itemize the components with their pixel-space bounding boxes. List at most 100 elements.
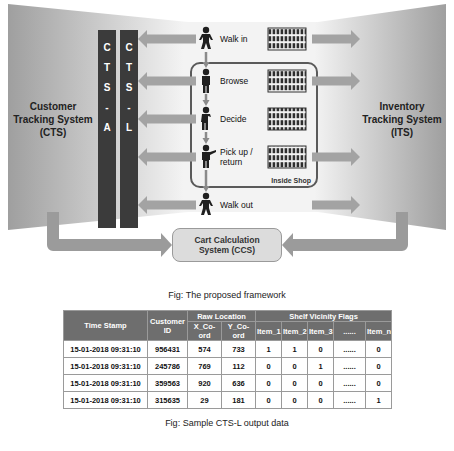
table-cell: 1: [256, 341, 282, 358]
header-cell: Customer ID: [148, 311, 188, 341]
table-cell: 0: [366, 341, 392, 358]
arrow-head: [351, 196, 360, 214]
arrow-head: [161, 233, 172, 257]
node-label: CTS-A: [102, 42, 113, 228]
cell-text: 0: [318, 345, 322, 354]
cell-text: Item_n: [367, 327, 391, 336]
cell-text: 15-01-2018 09:31:10: [70, 345, 140, 354]
cell-text: 0: [266, 362, 270, 371]
table-cell: 0: [256, 392, 282, 409]
header-cell: X_Co-ord: [188, 322, 222, 341]
arrow-head: [351, 30, 360, 48]
arrow-shaft: [146, 115, 196, 124]
cell-text: ......: [343, 327, 356, 336]
cell-text: 0: [318, 396, 322, 405]
block-arrow: [138, 30, 196, 48]
table-cell: 920: [188, 375, 222, 392]
table-cell: 0: [366, 375, 392, 392]
cell-text: 0: [292, 396, 296, 405]
caption-text: Fig: Sample CTS-L output data: [165, 418, 289, 428]
node-label: CTS-L: [124, 42, 135, 228]
cell-text: 956431: [155, 345, 180, 354]
table-cell: 0: [282, 375, 308, 392]
table-cell: 636: [222, 375, 256, 392]
cell-text: ......: [343, 379, 356, 388]
cell-text: 574: [198, 345, 211, 354]
table-cell: 112: [222, 358, 256, 375]
table-cell: 0: [308, 392, 334, 409]
cell-text: Shelf Vicinity Flags: [289, 312, 358, 321]
block-arrow: [138, 196, 196, 214]
cell-text: 733: [232, 345, 245, 354]
header-cell: Item_1: [256, 322, 282, 341]
flow-arrow: [203, 94, 210, 106]
block-arrow: [312, 72, 360, 90]
header-cell: Item_n: [366, 322, 392, 341]
shelf-icon: [268, 108, 306, 130]
table-cell: 733: [222, 341, 256, 358]
arrow-shaft: [312, 35, 352, 44]
figure-caption: Fig: Sample CTS-L output data: [0, 418, 454, 428]
table-cell: 0: [308, 375, 334, 392]
table-cell: ......: [334, 375, 366, 392]
cell-text: Time Stamp: [84, 321, 126, 330]
cell-text: 769: [198, 362, 211, 371]
node-label: Browse: [196, 76, 268, 86]
table-cell: 0: [256, 375, 282, 392]
arrow-shaft: [312, 153, 352, 162]
table-row: 15-01-2018 09:31:1031563529181000......1: [64, 392, 392, 409]
data-table: Time Stamp Customer ID Raw Location Shelf V…: [63, 310, 392, 409]
arrow-head: [282, 233, 293, 257]
arrow-shaft: [146, 153, 196, 162]
shelf-icon: [268, 28, 306, 168]
cell-text: 1: [318, 362, 322, 371]
header-cell: Y_Co-ord: [222, 322, 256, 341]
arrow-head: [351, 148, 360, 166]
cell-text: 0: [376, 379, 380, 388]
table-row: 15-01-2018 09:31:10359563920636000......…: [64, 375, 392, 392]
person-body: [199, 34, 213, 49]
table-cell: 0: [282, 392, 308, 409]
block-arrow: [312, 196, 360, 214]
background-wings: [8, 4, 446, 230]
cell-text: Y_Co-ord: [228, 322, 250, 340]
table-cell: 1: [366, 392, 392, 409]
cell-text: 245786: [155, 362, 180, 371]
table-cell: 15-01-2018 09:31:10: [64, 341, 148, 358]
stage-box: Browse: [196, 68, 312, 94]
block-arrow: [138, 72, 196, 90]
table-cell: 769: [188, 358, 222, 375]
cell-text: X_Co-ord: [194, 322, 216, 340]
arrow-head: [138, 30, 147, 48]
table-cell: 574: [188, 341, 222, 358]
cell-text: Customer ID: [150, 317, 185, 335]
table-cell: 315635: [148, 392, 188, 409]
arrow-head: [138, 110, 147, 128]
cell-text: 0: [318, 379, 322, 388]
cell-text: 15-01-2018 09:31:10: [70, 379, 140, 388]
cell-text: ......: [343, 345, 356, 354]
table-cell: ......: [334, 341, 366, 358]
arrow-head: [203, 100, 210, 106]
arrow-head: [138, 72, 147, 90]
cell-text: 181: [232, 396, 245, 405]
arrow-head: [138, 148, 147, 166]
stage-box: Walk in: [196, 26, 312, 52]
header-row: Time StampCustomer IDRaw LocationShelf V…: [64, 311, 392, 322]
table-cell: 0: [256, 358, 282, 375]
cell-text: ......: [343, 396, 356, 405]
person-head: [203, 27, 209, 33]
table-cell: 245786: [148, 358, 188, 375]
header-cell: ......: [334, 322, 366, 341]
person-head: [203, 193, 209, 199]
node-label: Pick up / return: [196, 147, 268, 167]
person-body: [199, 200, 213, 215]
arrow-shaft: [146, 35, 196, 44]
cell-text: Raw Location: [197, 312, 246, 321]
table-cell: 181: [222, 392, 256, 409]
table-cell: 0: [308, 341, 334, 358]
cell-text: ......: [343, 362, 356, 371]
stage-box: Pick up / return: [196, 144, 312, 170]
header-cell: Item_2: [282, 322, 308, 341]
